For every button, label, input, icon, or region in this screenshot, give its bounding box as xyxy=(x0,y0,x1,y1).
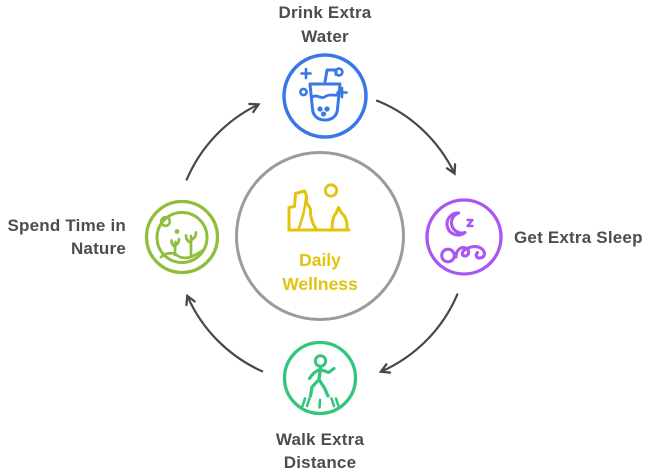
arrow-water-to-sleep xyxy=(376,99,457,176)
small-dot xyxy=(174,229,180,234)
bubble xyxy=(320,111,327,117)
arrow-nature-to-water xyxy=(185,102,261,181)
node-time-in-nature[interactable] xyxy=(142,197,222,277)
small-circle xyxy=(334,67,344,77)
sun-icon xyxy=(159,215,172,228)
walking-icon xyxy=(282,340,358,416)
small-circle xyxy=(299,87,308,97)
sun-icon xyxy=(323,183,339,198)
label-get-sleep: Get Extra Sleep xyxy=(514,228,643,247)
walker-arm-left xyxy=(307,367,322,381)
node-ring xyxy=(144,199,220,275)
node-get-sleep[interactable] xyxy=(422,195,506,279)
liquid-wave xyxy=(311,93,339,99)
arrow-sleep-to-walk xyxy=(378,293,459,374)
node-drink-water[interactable] xyxy=(280,51,370,141)
sparkle-icon xyxy=(336,86,348,99)
cliff-outline xyxy=(287,189,319,232)
label-walk-distance: Walk Extra Distance xyxy=(275,430,365,471)
node-ring xyxy=(282,340,358,416)
sleep-icon xyxy=(425,198,503,276)
node-ring xyxy=(425,198,503,276)
sparkle-icon xyxy=(300,67,312,80)
z-glyph xyxy=(466,218,474,228)
nature-icon xyxy=(144,199,220,275)
walker-head xyxy=(313,354,328,368)
cliff-crack xyxy=(297,195,308,232)
label-time-in-nature: Spend Time in Nature xyxy=(7,216,126,258)
rock-outline xyxy=(330,206,349,232)
walker-arm-right xyxy=(318,366,336,375)
walker-leg-right xyxy=(317,377,330,398)
motion-line-middle xyxy=(318,398,322,409)
walker-leg-left xyxy=(308,377,321,398)
label-drink-water: Drink Extra Water xyxy=(278,3,372,46)
drink-icon xyxy=(282,53,368,139)
landscape-rocks-icon xyxy=(287,183,351,232)
sleeper-head xyxy=(440,247,456,264)
center-label: Daily Wellness xyxy=(282,250,358,294)
bubble xyxy=(324,106,330,112)
center-node-daily-wellness[interactable]: Daily Wellness xyxy=(235,151,405,321)
node-ring xyxy=(282,53,368,139)
plant-large xyxy=(184,231,198,257)
sleeper-body xyxy=(454,245,486,260)
node-walk-distance[interactable] xyxy=(280,338,360,418)
ground-curve xyxy=(159,248,205,260)
motion-lines-right xyxy=(330,397,340,408)
inner-circle xyxy=(155,211,209,264)
cup-outline xyxy=(308,82,342,122)
motion-lines-left xyxy=(301,397,311,408)
arrow-walk-to-nature xyxy=(185,293,264,373)
bubble xyxy=(317,106,323,112)
moon-icon xyxy=(445,211,467,237)
